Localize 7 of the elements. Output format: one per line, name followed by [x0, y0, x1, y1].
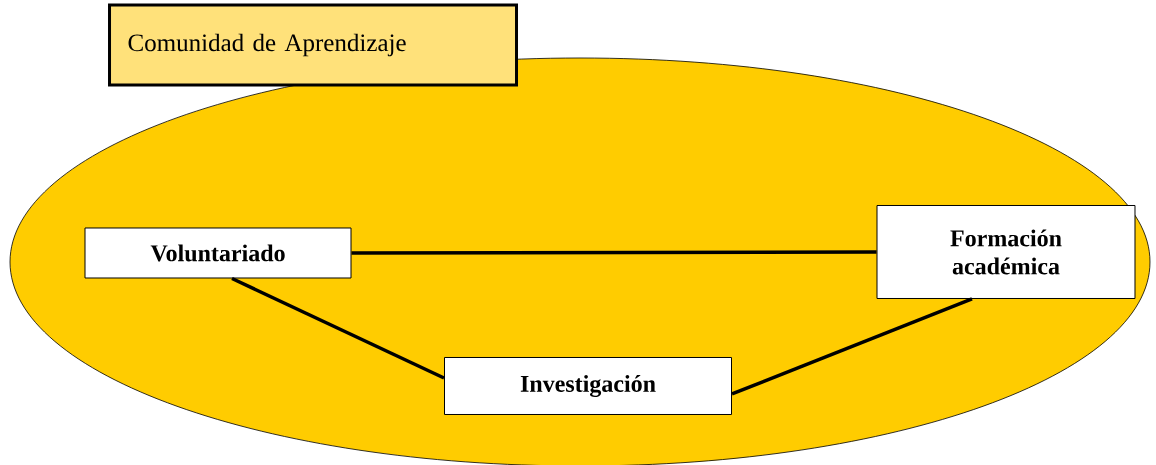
concept-box: Voluntariado — [84, 227, 352, 279]
title-box: Comunidad de Aprendizaje — [108, 3, 518, 87]
concept-box: Investigación — [444, 357, 732, 415]
connector-line — [731, 297, 973, 396]
concept-box: Formación académica — [876, 205, 1136, 299]
connector-line — [351, 250, 877, 255]
connector-line — [231, 276, 445, 380]
